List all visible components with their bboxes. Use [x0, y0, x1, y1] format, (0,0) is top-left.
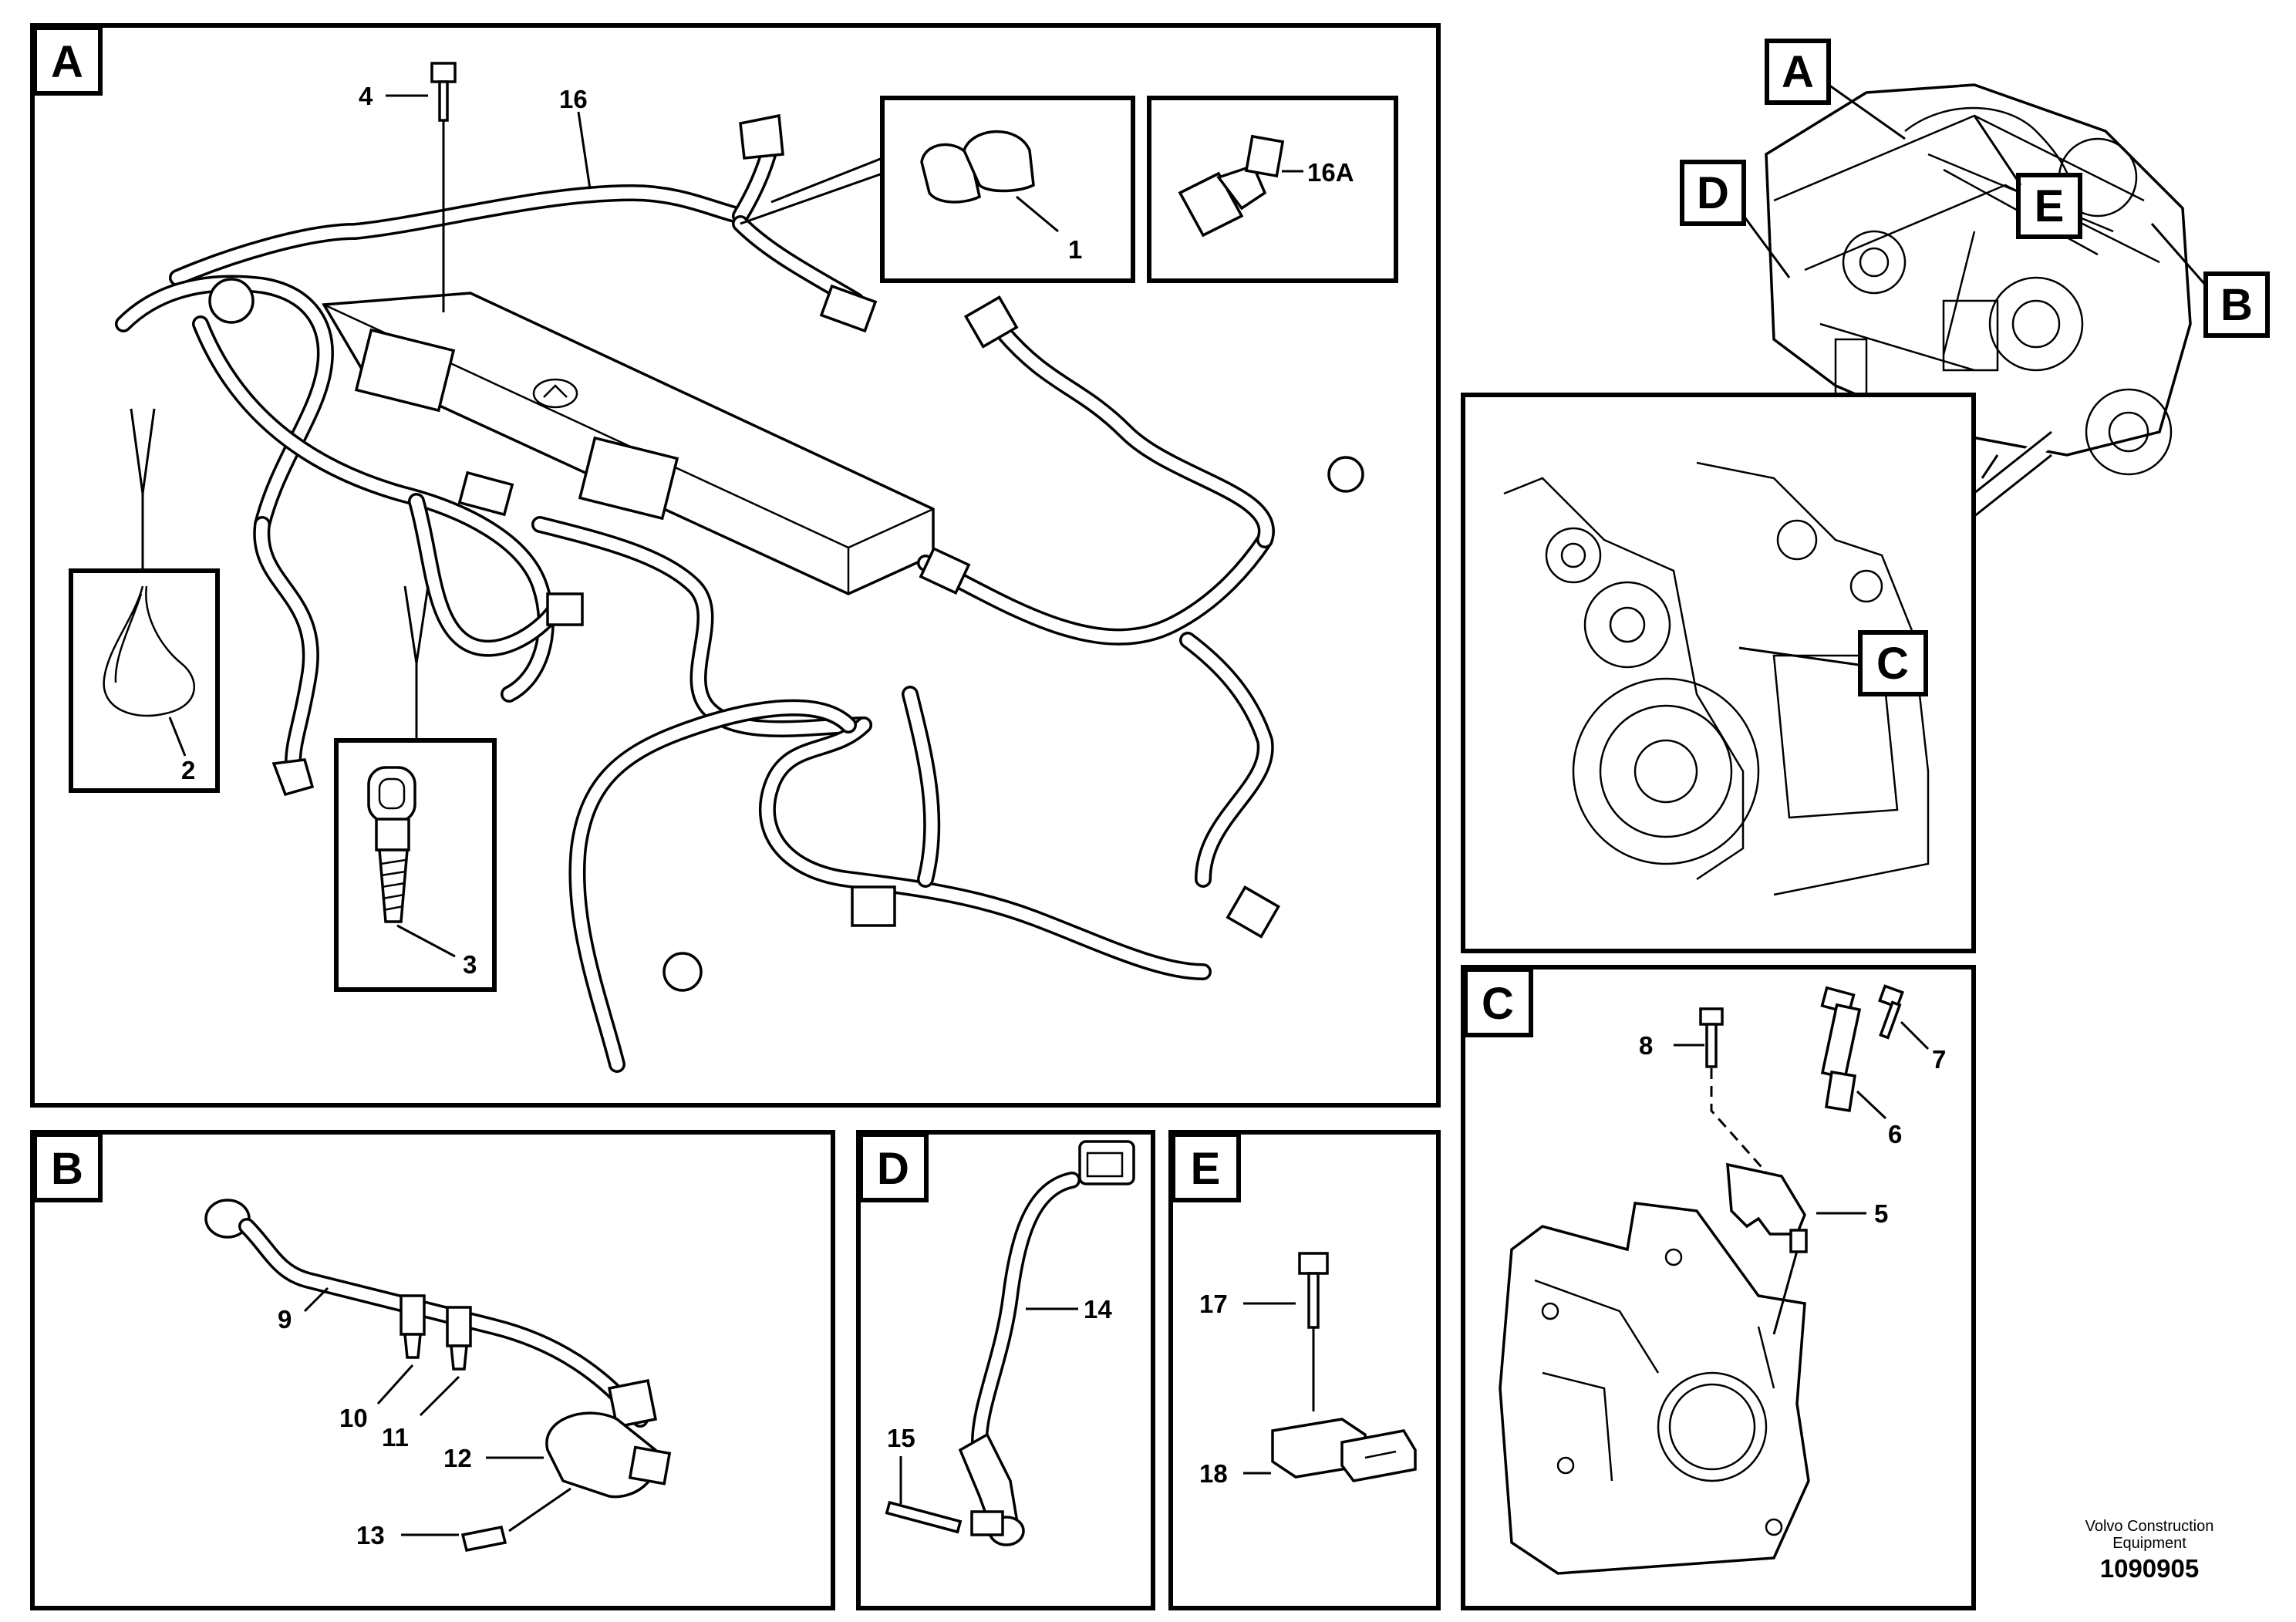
bolt-4-illustration	[430, 62, 457, 312]
engine-front-callout-c: C	[1876, 639, 1909, 689]
label-1: 1	[1068, 235, 1082, 264]
panel-b-tag: B	[51, 1144, 83, 1194]
label-3: 3	[463, 950, 477, 979]
panel-a-tag-box	[32, 25, 103, 96]
overview-engine: A D E B	[1680, 39, 2270, 479]
panel-e-tag-box	[1171, 1132, 1241, 1202]
overview-callout-b-box	[2203, 271, 2270, 338]
sensor-14-illustration	[885, 1140, 1135, 1546]
drawing-number: 1090905	[2100, 1554, 2199, 1583]
panel-e-frame	[1168, 1130, 1441, 1610]
label-13: 13	[356, 1521, 385, 1549]
label-12: 12	[443, 1444, 472, 1472]
ecu-module	[322, 292, 935, 595]
label-14: 14	[1084, 1295, 1112, 1324]
overview-callout-d-box	[1680, 160, 1746, 226]
label-7: 7	[1932, 1045, 1946, 1074]
panel-c-frame	[1461, 965, 1976, 1610]
engine-front-callout-c-box	[1858, 630, 1928, 696]
overview-callout-a: A	[1782, 47, 1814, 97]
label-2: 2	[181, 756, 195, 784]
panel-e: E 17 18	[1168, 1130, 1441, 1610]
overview-callout-a-box	[1765, 39, 1831, 105]
company-line-2: Equipment	[2112, 1535, 2186, 1552]
label-15: 15	[887, 1424, 915, 1452]
sensor-18-illustration	[1271, 1252, 1417, 1482]
panel-b: B 9 10 11 12 13	[30, 1130, 835, 1610]
connector-group	[208, 113, 1364, 992]
detail-3: 3	[334, 585, 497, 992]
panel-d-tag: D	[877, 1144, 909, 1194]
label-11: 11	[382, 1423, 409, 1452]
panel-e-tag: E	[1191, 1144, 1221, 1194]
label-18: 18	[1199, 1459, 1228, 1488]
panel-a: A	[30, 23, 1441, 1108]
detail-1: 1	[740, 96, 1135, 283]
crank-sensor-illustration	[1699, 984, 1904, 1335]
panel-d-frame	[856, 1130, 1155, 1610]
panel-c-tag: C	[1482, 979, 1514, 1029]
label-16: 16	[559, 85, 588, 113]
label-16a: 16A	[1307, 158, 1354, 187]
panel-b-frame	[30, 1130, 835, 1610]
detail-2: 2	[69, 408, 220, 793]
overview-callout-e-box	[2016, 173, 2082, 239]
label-10: 10	[339, 1404, 368, 1432]
harness-9-illustration	[204, 1199, 672, 1553]
detail-16a: 16A	[1147, 96, 1398, 283]
panel-c: C 8 7 6 5	[1461, 965, 1976, 1610]
label-8: 8	[1639, 1031, 1653, 1060]
timing-cover-illustration	[1499, 1202, 1810, 1575]
label-17: 17	[1199, 1290, 1228, 1318]
panel-b-tag-box	[32, 1132, 103, 1202]
label-5: 5	[1874, 1199, 1888, 1228]
company-line-1: Volvo Construction	[2085, 1518, 2214, 1535]
overview-callout-b: B	[2220, 280, 2253, 330]
engine-front-detail: C	[1461, 393, 2055, 953]
panel-d-tag-box	[858, 1132, 929, 1202]
title-block: Volvo Construction Equipment 1090905	[2085, 1518, 2214, 1583]
label-4: 4	[359, 82, 373, 110]
engine-front-frame	[1461, 393, 1976, 953]
label-9: 9	[278, 1305, 292, 1334]
panel-a-frame	[30, 23, 1441, 1108]
panel-c-tag-box	[1463, 967, 1533, 1037]
overview-callout-e: E	[2035, 181, 2065, 231]
overview-callout-d: D	[1697, 168, 1729, 218]
panel-d: D 14 15	[856, 1130, 1155, 1610]
label-6: 6	[1888, 1120, 1902, 1148]
panel-a-tag: A	[51, 37, 83, 87]
